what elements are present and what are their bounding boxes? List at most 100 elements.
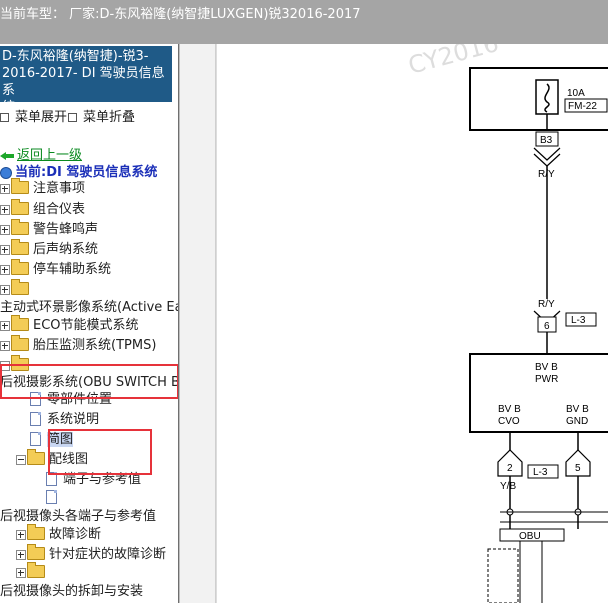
tree-item-unnamed-doc[interactable] <box>46 488 63 508</box>
tree-item-tpms[interactable]: 胎压监测系统(TPMS) <box>0 335 157 356</box>
module-power-label-1: BV B <box>535 362 558 373</box>
scrollbar-track <box>179 44 180 603</box>
connector-l3-box-lower <box>527 464 559 479</box>
window-title: 当前车型： 厂家:D-东风裕隆(纳智捷LUXGEN)锐32016-2017 <box>0 7 361 22</box>
expand-all-button[interactable]: 菜单展开 <box>0 106 67 125</box>
tree-item-label: ECO节能模式系统 <box>33 318 139 333</box>
tree-item-wiring-diagram[interactable]: 配线图 <box>16 449 89 470</box>
tree-item-label: 系统说明 <box>47 412 100 427</box>
folder-icon <box>11 239 29 255</box>
globe-icon <box>0 166 12 179</box>
expand-icon[interactable] <box>0 320 10 331</box>
connector-chevron <box>533 147 561 161</box>
connector-l3-label: L-3 <box>571 315 586 326</box>
expand-icon[interactable] <box>0 284 10 295</box>
tree-item-label: 停车辅助系统 <box>33 262 112 277</box>
folder-icon <box>11 315 29 331</box>
fuse-element <box>544 83 550 113</box>
tree-item-rear-camera-system[interactable]: 后视摄影系统(OBU SWITCH B <box>0 373 179 393</box>
connector-l3-box <box>565 312 597 327</box>
folder-icon <box>27 562 45 578</box>
dashed-component-box <box>487 548 519 603</box>
tree-item-terminals-reference[interactable]: 端子与参考值 <box>46 470 141 490</box>
tree-item-rear-sonar[interactable]: 后声纳系统 <box>0 239 99 260</box>
back-label: 返回上一级 <box>17 148 83 163</box>
tree-item-label: 主动式环景影像系统(Active Ea <box>0 300 179 315</box>
document-icon <box>46 489 57 504</box>
folder-icon <box>11 259 29 275</box>
tree-item-component-location[interactable]: 零部件位置 <box>30 390 112 410</box>
tree-item-label: 针对症状的故障诊断 <box>49 547 167 562</box>
fuse-code: FM-22 <box>568 101 597 112</box>
expand-icon[interactable] <box>0 340 10 351</box>
window-titlebar: 当前车型： 厂家:D-东风裕隆(纳智捷LUXGEN)锐32016-2017 <box>0 0 608 44</box>
pin-6-label: 6 <box>544 321 550 332</box>
tree-item-camera-terminals[interactable]: 后视摄像头各端子与参考值 <box>0 507 156 527</box>
tree-item-system-description[interactable]: 系统说明 <box>30 410 99 430</box>
tree-item-active-view[interactable]: 主动式环景影像系统(Active Ea <box>0 298 179 318</box>
tree-item-instrument-cluster[interactable]: 组合仪表 <box>0 199 86 220</box>
tree-item-symptom-diagnosis[interactable]: 针对症状的故障诊断 <box>16 544 167 565</box>
collapse-all-icon <box>68 113 77 122</box>
folder-icon <box>11 199 29 215</box>
expand-icon[interactable] <box>16 549 26 560</box>
expand-icon[interactable] <box>16 567 26 578</box>
folder-icon <box>27 524 45 540</box>
expand-icon[interactable] <box>0 183 10 194</box>
watermark-text: CY2016 <box>405 44 501 80</box>
vertical-scrollbar[interactable] <box>179 44 216 603</box>
module-power-label-2: PWR <box>535 374 558 385</box>
module-cvo-label-2: CVO <box>498 416 520 427</box>
pin-5-label: 5 <box>575 463 581 474</box>
tree-item-label: 组合仪表 <box>33 202 86 217</box>
tree-item-fault-diagnosis[interactable]: 故障诊断 <box>16 524 102 545</box>
expand-icon[interactable] <box>0 264 10 275</box>
folder-icon <box>11 335 29 351</box>
folder-icon <box>11 219 29 235</box>
tree-item-label: 警告蜂鸣声 <box>33 222 99 237</box>
tree-item-camera-removal[interactable]: 后视摄像头的拆卸与安装 <box>0 582 143 602</box>
tree-item-label: 后视摄影系统(OBU SWITCH B <box>0 375 179 390</box>
tree-item-schematic[interactable]: 简图 <box>30 430 74 450</box>
tree-item-label: 故障诊断 <box>49 527 102 542</box>
wire-color-mid: R/Y <box>538 299 555 310</box>
document-icon <box>30 391 41 406</box>
tree-item-warning-buzzer[interactable]: 警告蜂鸣声 <box>0 219 99 240</box>
tree-item-eco-mode[interactable]: ECO节能模式系统 <box>0 315 139 336</box>
tree-item-unnamed-1[interactable] <box>0 279 33 300</box>
tree-item-label: 胎压监测系统(TPMS) <box>33 338 157 353</box>
collapse-icon[interactable] <box>0 360 10 371</box>
tree-item-label: 端子与参考值 <box>63 472 142 487</box>
current-system-label: 当前:DI 驾驶员信息系统 <box>15 165 158 180</box>
connector-b3 <box>535 131 559 147</box>
wiring-diagram-view: CY2016 10A FM-22 B3 R/Y R/Y 6 L-3 BV B P… <box>216 44 608 603</box>
back-link[interactable]: 返回上一级 <box>0 144 82 163</box>
folder-icon <box>27 449 45 465</box>
sidebar-nav[interactable]: D-东风裕隆(纳智捷)-锐3- 2016-2017- DI 驾驶员信息系 统. … <box>0 44 179 603</box>
tree-item-parking-assist[interactable]: 停车辅助系统 <box>0 259 112 280</box>
camera-module-box <box>469 353 608 433</box>
expand-icon[interactable] <box>16 529 26 540</box>
expand-all-label: 菜单展开 <box>15 110 68 125</box>
fuse-icon <box>535 79 559 115</box>
tree-item-label: 配线图 <box>49 452 89 467</box>
expand-icon[interactable] <box>0 224 10 235</box>
vehicle-model-header: D-东风裕隆(纳智捷)-锐3- 2016-2017- DI 驾驶员信息系 统. <box>0 46 172 102</box>
collapse-all-button[interactable]: 菜单折叠 <box>68 106 135 125</box>
collapse-icon[interactable] <box>16 454 26 465</box>
tree-item-precautions[interactable]: 注意事项 <box>0 178 85 199</box>
document-icon <box>30 431 41 446</box>
tree-item-label: 零部件位置 <box>47 392 113 407</box>
tree-item-label: 后视摄像头的拆卸与安装 <box>0 584 144 599</box>
module-gnd-label-1: BV B <box>566 404 589 415</box>
tree-item-label: 后声纳系统 <box>33 242 99 257</box>
collapse-all-label: 菜单折叠 <box>83 110 136 125</box>
expand-icon[interactable] <box>0 204 10 215</box>
fuse-rating: 10A <box>567 88 585 99</box>
obu-connector <box>499 528 565 542</box>
module-gnd-label-2: GND <box>566 416 588 427</box>
tree-item-unnamed-3[interactable] <box>16 562 49 583</box>
tree-item-label: 后视摄像头各端子与参考值 <box>0 509 157 524</box>
expand-icon[interactable] <box>0 244 10 255</box>
pin-5-housing <box>565 449 591 477</box>
